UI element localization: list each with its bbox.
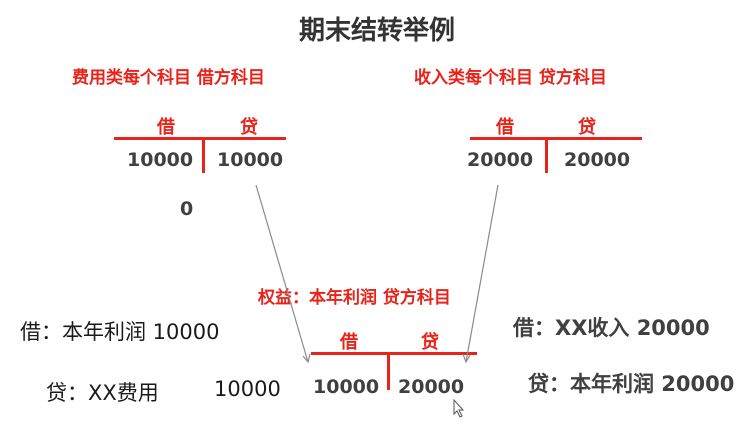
expense-t-vertical (202, 137, 205, 173)
profit-t-horizontal (311, 352, 477, 355)
left-debit-entry: 借：本年利润 10000 (20, 320, 220, 344)
left-credit-entry: 贷：XX费用 (46, 381, 159, 405)
income-debit-label: 借 (496, 117, 514, 138)
right-debit-entry: 借：XX收入 20000 (513, 316, 710, 340)
expense-credit-value: 10000 (217, 149, 284, 171)
expense-arrowhead-icon (302, 353, 311, 364)
equity-heading: 权益：本年利润 贷方科目 (258, 288, 451, 308)
profit-credit-value: 20000 (398, 376, 465, 398)
income-t-vertical (545, 137, 548, 173)
page-title: 期末结转举例 (298, 16, 455, 46)
income-to-profit-arrow (465, 184, 499, 363)
expense-to-profit-arrow (255, 184, 309, 363)
profit-debit-label: 借 (340, 332, 358, 353)
expense-heading: 费用类每个科目 借方科目 (72, 68, 265, 88)
income-debit-value: 20000 (467, 149, 534, 171)
profit-debit-value: 10000 (313, 376, 380, 398)
income-arrowhead-icon (462, 353, 471, 364)
income-credit-value: 20000 (564, 149, 631, 171)
expense-balance: 0 (180, 198, 194, 220)
income-t-horizontal (470, 137, 642, 140)
expense-credit-label: 贷 (240, 117, 258, 138)
income-credit-label: 贷 (578, 117, 596, 138)
income-heading: 收入类每个科目 贷方科目 (414, 68, 607, 88)
mouse-cursor-icon (453, 398, 465, 418)
expense-t-horizontal (114, 137, 286, 140)
profit-t-vertical (387, 352, 390, 390)
expense-debit-value: 10000 (127, 149, 194, 171)
profit-credit-label: 贷 (421, 332, 439, 353)
left-credit-amount: 10000 (214, 377, 281, 401)
right-credit-entry: 贷：本年利润 20000 (528, 372, 735, 396)
expense-debit-label: 借 (157, 117, 175, 138)
